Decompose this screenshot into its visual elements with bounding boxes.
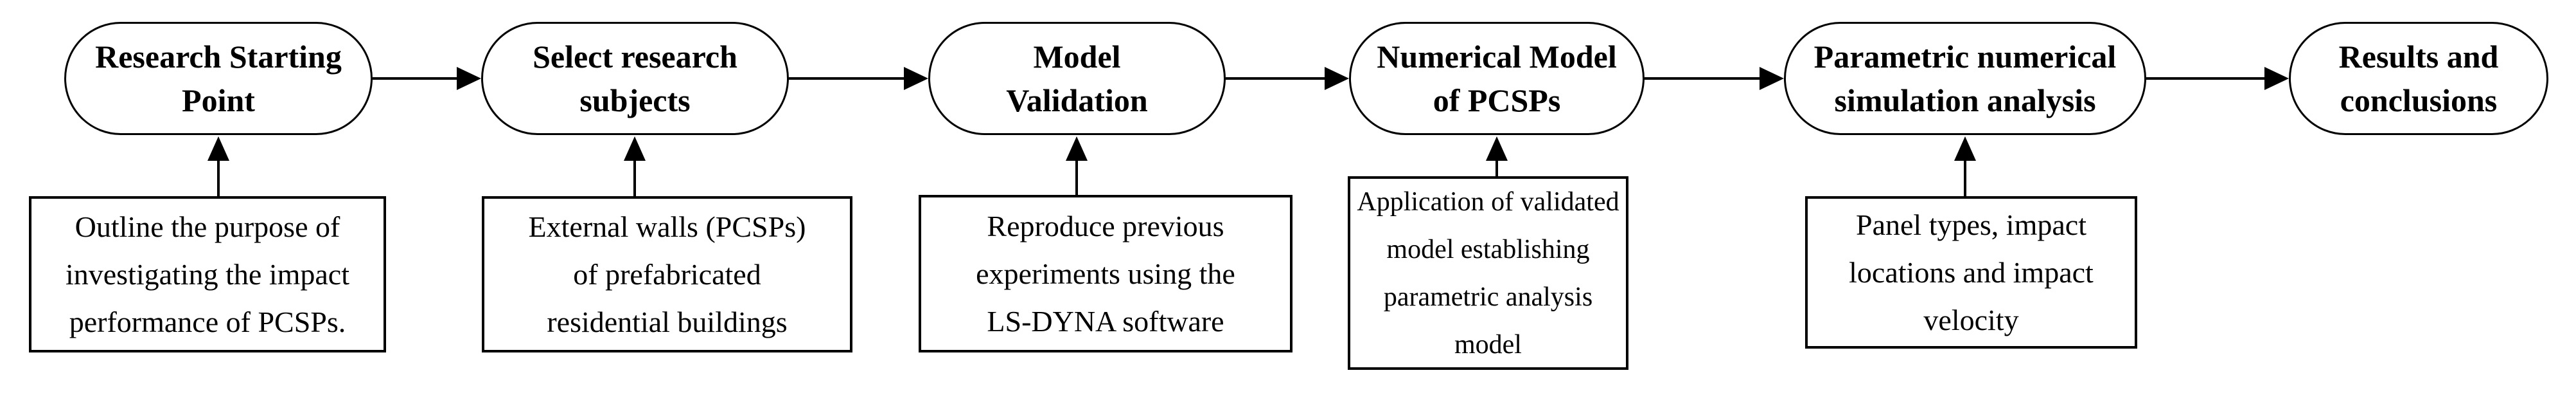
stage-label-line: Point (182, 82, 255, 118)
detail-text-line: experiments using the (976, 257, 1235, 290)
stage-parametric-numerical-simulation-analysis: Parametric numerical simulation analysis (1784, 22, 2146, 135)
arrow-right-icon (2264, 67, 2289, 90)
stage-select-research-subjects: Select research subjects (481, 22, 789, 135)
detail-text-line: investigating the impact (65, 257, 349, 291)
stage-label-line: Parametric numerical (1813, 39, 2117, 75)
arrow-up-icon (1066, 136, 1088, 161)
detail-connector-line (217, 160, 220, 196)
stage-label-line: Model (1033, 39, 1121, 75)
stage-label-line: conclusions (2340, 82, 2498, 118)
connector-line-stage5-stage6 (2146, 77, 2270, 80)
detail-text-line: of prefabricated (573, 257, 761, 291)
arrow-right-icon (457, 67, 481, 90)
detail-connector-line (633, 160, 636, 196)
detail-text-line: model establishing (1386, 234, 1590, 264)
detail-text-line: residential buildings (547, 305, 788, 338)
arrow-up-icon (624, 136, 646, 161)
stage-label-line: Research Starting (95, 39, 342, 75)
stage-label-line: subjects (579, 82, 691, 118)
arrow-right-icon (1760, 67, 1784, 90)
detail-connector-line (1964, 160, 1966, 196)
stage-label-line: Results and (2338, 39, 2499, 75)
stage-model-validation: Model Validation (928, 22, 1226, 135)
detail-text-line: Reproduce previous (987, 209, 1224, 242)
detail-text-line: performance of PCSPs. (69, 305, 346, 338)
connector-line-stage2-stage3 (789, 77, 909, 80)
detail-connector-line (1075, 160, 1078, 195)
detail-select-research-subjects: External walls (PCSPs) of prefabricated … (482, 196, 852, 352)
stage-research-starting-point: Research Starting Point (64, 22, 373, 135)
detail-text-line: velocity (1923, 303, 2019, 336)
detail-text-line: Application of validated (1357, 187, 1619, 217)
detail-text-line: locations and impact (1849, 255, 2094, 289)
detail-text-line: Outline the purpose of (75, 210, 340, 243)
arrow-up-icon (1486, 136, 1508, 161)
detail-text-line: model (1454, 329, 1522, 360)
stage-numerical-model-of-pcsps: Numerical Model of PCSPs (1349, 22, 1645, 135)
arrow-up-icon (207, 136, 229, 161)
stage-results-and-conclusions: Results and conclusions (2289, 22, 2548, 135)
detail-numerical-model-of-pcsps: Application of validated model establish… (1348, 176, 1628, 370)
detail-text-line: External walls (PCSPs) (528, 210, 806, 243)
detail-text-line: parametric analysis (1383, 282, 1593, 312)
detail-text-line: Panel types, impact (1856, 208, 2086, 241)
detail-text-line: LS-DYNA software (987, 304, 1224, 338)
detail-research-starting-point: Outline the purpose of investigating the… (29, 196, 386, 352)
stage-label-line: Numerical Model (1377, 39, 1617, 75)
detail-connector-line (1495, 160, 1498, 176)
stage-label-line: Validation (1006, 82, 1148, 118)
arrow-right-icon (1325, 67, 1349, 90)
arrow-right-icon (904, 67, 928, 90)
connector-line-stage4-stage5 (1645, 77, 1765, 80)
stage-label-line: of PCSPs (1433, 82, 1561, 118)
connector-line-stage1-stage2 (373, 77, 462, 80)
arrow-up-icon (1954, 136, 1976, 161)
stage-label-line: Select research (533, 39, 737, 75)
stage-label-line: simulation analysis (1834, 82, 2096, 118)
detail-parametric-numerical-simulation-analysis: Panel types, impact locations and impact… (1805, 196, 2137, 349)
detail-model-validation: Reproduce previous experiments using the… (919, 195, 1292, 352)
connector-line-stage3-stage4 (1226, 77, 1330, 80)
